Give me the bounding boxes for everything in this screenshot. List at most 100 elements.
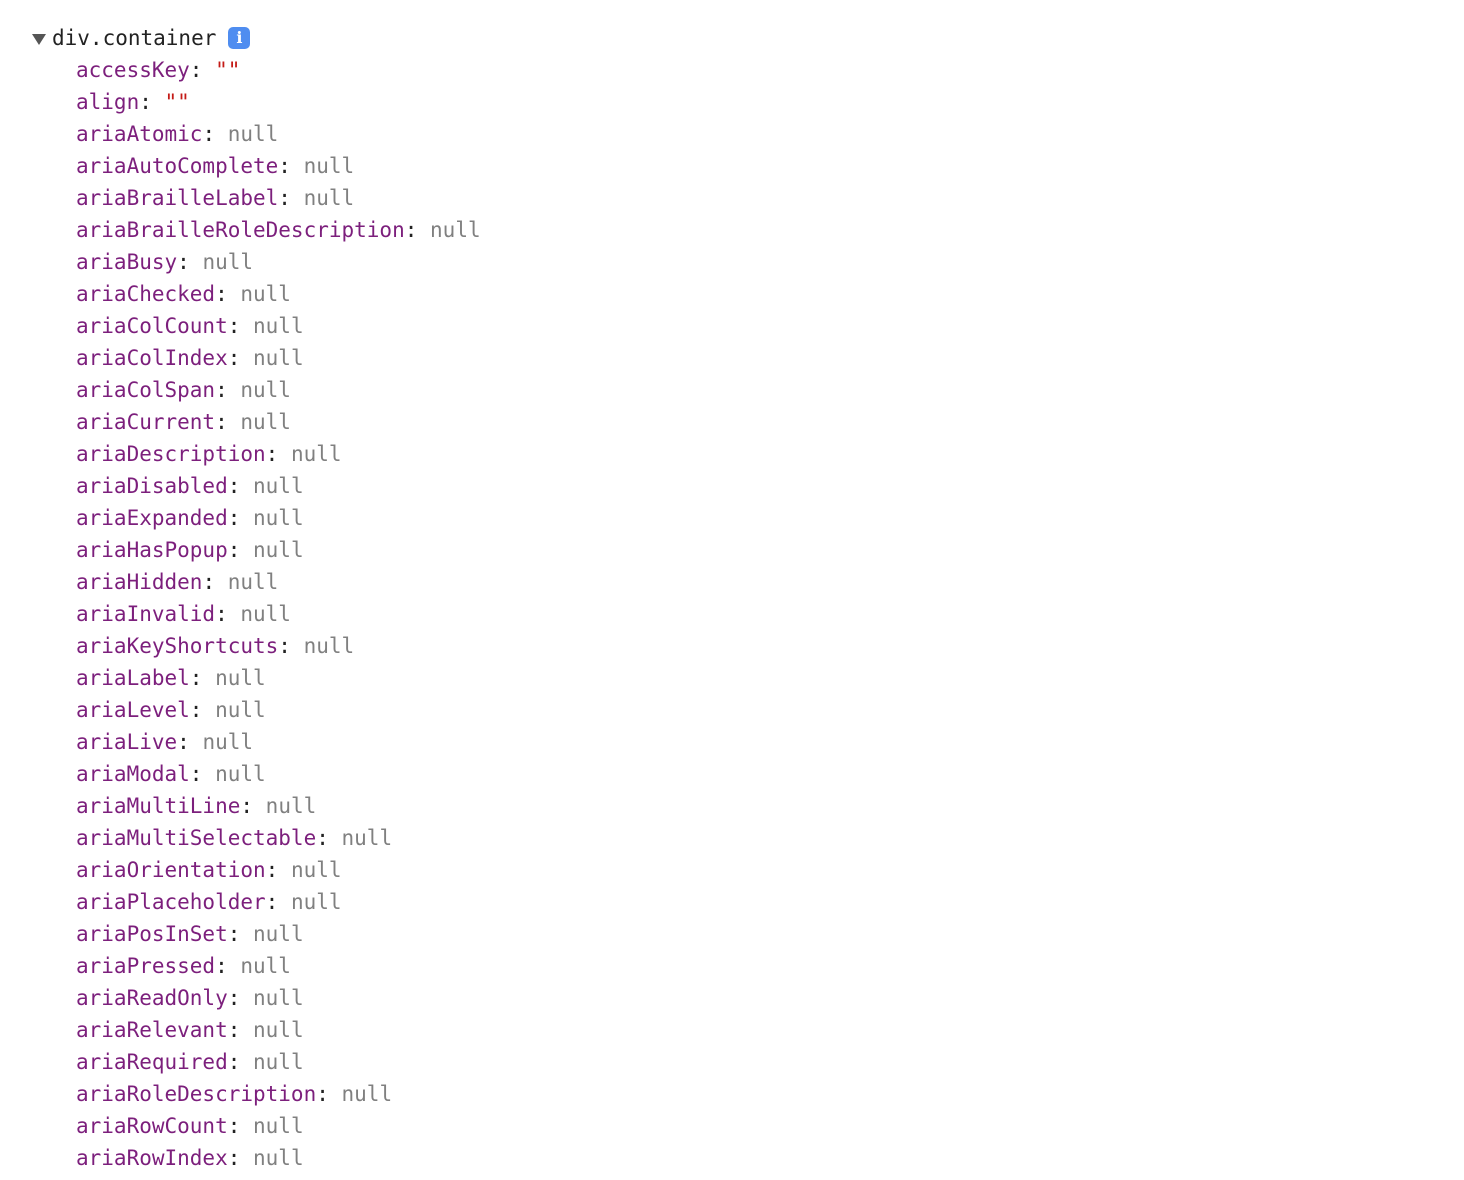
property-row[interactable]: ariaBusy: null bbox=[0, 246, 1464, 278]
property-key: ariaLive bbox=[76, 730, 178, 754]
node-label: div.container bbox=[52, 26, 217, 50]
property-value: null bbox=[253, 922, 304, 946]
property-value: null bbox=[290, 858, 342, 882]
property-colon: : bbox=[227, 314, 254, 338]
property-row[interactable]: ariaAutoComplete: null bbox=[0, 150, 1464, 182]
property-colon: : bbox=[177, 730, 203, 754]
property-row[interactable]: ariaPlaceholder: null bbox=[0, 886, 1464, 918]
property-row[interactable]: ariaLevel: null bbox=[0, 694, 1464, 726]
property-row[interactable]: ariaChecked: null bbox=[0, 278, 1464, 310]
property-row[interactable]: ariaKeyShortcuts: null bbox=[0, 630, 1464, 662]
property-colon: : bbox=[404, 218, 431, 242]
property-key: ariaColCount bbox=[76, 314, 228, 338]
property-row[interactable]: ariaCurrent: null bbox=[0, 406, 1464, 438]
property-value: null bbox=[341, 826, 393, 850]
property-row[interactable]: ariaBrailleLabel: null bbox=[0, 182, 1464, 214]
property-row[interactable]: ariaDescription: null bbox=[0, 438, 1464, 470]
property-colon: : bbox=[227, 986, 254, 1010]
property-value: null bbox=[303, 634, 355, 658]
property-row[interactable]: align: "" bbox=[0, 86, 1464, 118]
property-row[interactable]: ariaOrientation: null bbox=[0, 854, 1464, 886]
property-colon: : bbox=[265, 890, 291, 914]
property-key: align bbox=[76, 90, 140, 114]
property-row[interactable]: ariaColSpan: null bbox=[0, 374, 1464, 406]
property-row[interactable]: ariaRelevant: null bbox=[0, 1014, 1464, 1046]
expand-triangle-icon[interactable] bbox=[32, 33, 46, 45]
property-colon: : bbox=[215, 282, 241, 306]
property-row[interactable]: ariaRoleDescription: null bbox=[0, 1078, 1464, 1110]
property-value: null bbox=[253, 506, 304, 530]
property-colon: : bbox=[189, 666, 216, 690]
property-row[interactable]: ariaRowCount: null bbox=[0, 1110, 1464, 1142]
property-colon: : bbox=[265, 858, 291, 882]
property-key: ariaRowCount bbox=[76, 1114, 228, 1138]
property-colon: : bbox=[227, 922, 254, 946]
property-colon: : bbox=[227, 538, 254, 562]
property-row[interactable]: ariaRequired: null bbox=[0, 1046, 1464, 1078]
property-value: null bbox=[290, 442, 342, 466]
property-key: ariaBusy bbox=[76, 250, 178, 274]
property-row[interactable]: ariaMultiLine: null bbox=[0, 790, 1464, 822]
property-row[interactable]: ariaInvalid: null bbox=[0, 598, 1464, 630]
property-key: ariaPlaceholder bbox=[76, 890, 266, 914]
property-key: accessKey bbox=[76, 58, 190, 82]
object-inspector-tree: div.container i accessKey: ""align: ""ar… bbox=[0, 22, 1464, 1174]
property-row[interactable]: ariaAtomic: null bbox=[0, 118, 1464, 150]
property-row[interactable]: ariaPressed: null bbox=[0, 950, 1464, 982]
property-value: null bbox=[253, 538, 304, 562]
property-key: ariaRelevant bbox=[76, 1018, 228, 1042]
property-row[interactable]: ariaLive: null bbox=[0, 726, 1464, 758]
property-colon: : bbox=[177, 250, 203, 274]
property-colon: : bbox=[189, 762, 216, 786]
property-colon: : bbox=[227, 1114, 254, 1138]
property-value: null bbox=[215, 666, 266, 690]
property-colon: : bbox=[189, 58, 216, 82]
property-value: null bbox=[341, 1082, 393, 1106]
property-colon: : bbox=[215, 602, 241, 626]
property-row[interactable]: ariaReadOnly: null bbox=[0, 982, 1464, 1014]
property-value: null bbox=[240, 954, 291, 978]
property-value: null bbox=[303, 186, 355, 210]
property-key: ariaDescription bbox=[76, 442, 266, 466]
property-row[interactable]: ariaHasPopup: null bbox=[0, 534, 1464, 566]
property-row[interactable]: ariaDisabled: null bbox=[0, 470, 1464, 502]
property-key: ariaColIndex bbox=[76, 346, 228, 370]
info-icon[interactable]: i bbox=[228, 27, 251, 49]
property-key: ariaInvalid bbox=[76, 602, 216, 626]
property-colon: : bbox=[227, 1018, 254, 1042]
property-colon: : bbox=[227, 1146, 254, 1170]
property-key: ariaOrientation bbox=[76, 858, 266, 882]
property-row[interactable]: ariaColIndex: null bbox=[0, 342, 1464, 374]
property-row[interactable]: ariaColCount: null bbox=[0, 310, 1464, 342]
property-row[interactable]: ariaModal: null bbox=[0, 758, 1464, 790]
property-colon: : bbox=[215, 378, 241, 402]
property-value: null bbox=[240, 410, 291, 434]
property-row[interactable]: ariaHidden: null bbox=[0, 566, 1464, 598]
node-header[interactable]: div.container i bbox=[0, 22, 1464, 54]
property-row[interactable]: ariaMultiSelectable: null bbox=[0, 822, 1464, 854]
property-key: ariaHidden bbox=[76, 570, 203, 594]
property-row[interactable]: ariaPosInSet: null bbox=[0, 918, 1464, 950]
property-row[interactable]: ariaExpanded: null bbox=[0, 502, 1464, 534]
property-value: null bbox=[253, 1018, 304, 1042]
property-row[interactable]: ariaRowIndex: null bbox=[0, 1142, 1464, 1174]
property-key: ariaPressed bbox=[76, 954, 216, 978]
property-key: ariaExpanded bbox=[76, 506, 228, 530]
property-colon: : bbox=[227, 346, 254, 370]
property-row[interactable]: ariaBrailleRoleDescription: null bbox=[0, 214, 1464, 246]
property-key: ariaMultiSelectable bbox=[76, 826, 317, 850]
property-key: ariaBrailleRoleDescription bbox=[76, 218, 405, 242]
property-row[interactable]: ariaLabel: null bbox=[0, 662, 1464, 694]
property-key: ariaDisabled bbox=[76, 474, 228, 498]
property-colon: : bbox=[139, 90, 165, 114]
property-value: null bbox=[227, 570, 279, 594]
property-value: null bbox=[215, 698, 266, 722]
property-row[interactable]: accessKey: "" bbox=[0, 54, 1464, 86]
property-colon: : bbox=[227, 474, 254, 498]
property-key: ariaModal bbox=[76, 762, 190, 786]
property-colon: : bbox=[202, 570, 228, 594]
property-key: ariaRowIndex bbox=[76, 1146, 228, 1170]
property-value: null bbox=[253, 474, 304, 498]
property-value: null bbox=[253, 986, 304, 1010]
